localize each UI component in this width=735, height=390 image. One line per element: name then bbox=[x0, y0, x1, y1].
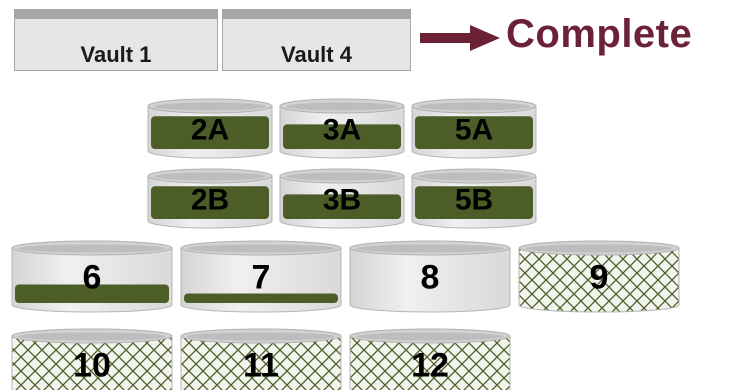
tank-11: 11 bbox=[180, 328, 342, 390]
tank-3a: 3A bbox=[279, 98, 405, 159]
tank-fill-level bbox=[151, 116, 269, 149]
tank-12: 12 bbox=[349, 328, 511, 390]
tank-fill-level bbox=[283, 194, 401, 219]
tank-7: 7 bbox=[180, 240, 342, 313]
tank-body bbox=[11, 335, 173, 390]
tank-fill-level bbox=[151, 186, 269, 219]
tank-label: 5B bbox=[455, 183, 493, 216]
tank-fill-level bbox=[283, 124, 401, 149]
vault-1-label: Vault 1 bbox=[80, 42, 152, 67]
tank-label: 9 bbox=[590, 259, 609, 297]
tank-label: 5A bbox=[455, 113, 493, 146]
tank-fill-level bbox=[184, 293, 338, 303]
tank-label: 2B bbox=[191, 183, 229, 216]
tank-label: 6 bbox=[83, 259, 102, 297]
tank-9: 9 bbox=[518, 240, 680, 313]
tank-label: 7 bbox=[252, 259, 271, 297]
tank-10: 10 bbox=[11, 328, 173, 390]
status-complete-label: Complete bbox=[506, 12, 693, 56]
tank-label: 10 bbox=[73, 347, 111, 385]
tank-2a: 2A bbox=[147, 98, 273, 159]
tank-label: 12 bbox=[411, 347, 449, 385]
vault-4-label: Vault 4 bbox=[281, 42, 352, 67]
tank-5a: 5A bbox=[411, 98, 537, 159]
vault-1-box: Vault 1 bbox=[14, 9, 218, 71]
tank-fill-level bbox=[15, 284, 169, 303]
tank-8: 8 bbox=[349, 240, 511, 313]
tank-fill-level bbox=[415, 186, 533, 219]
tank-5b: 5B bbox=[411, 168, 537, 229]
tank-3b: 3B bbox=[279, 168, 405, 229]
tank-6: 6 bbox=[11, 240, 173, 313]
tank-label: 2A bbox=[191, 113, 229, 146]
tank-label: 3B bbox=[323, 183, 361, 216]
tank-fill-level bbox=[415, 116, 533, 149]
tank-label: 3A bbox=[323, 113, 361, 146]
tank-body bbox=[518, 247, 680, 313]
tank-2b: 2B bbox=[147, 168, 273, 229]
tank-body bbox=[349, 335, 511, 390]
tank-body bbox=[349, 247, 511, 313]
right-arrow-icon bbox=[420, 25, 500, 51]
vault-4-box: Vault 4 bbox=[222, 9, 411, 71]
tank-label: 8 bbox=[421, 259, 440, 297]
tank-body bbox=[180, 335, 342, 390]
tank-label: 11 bbox=[243, 347, 279, 385]
